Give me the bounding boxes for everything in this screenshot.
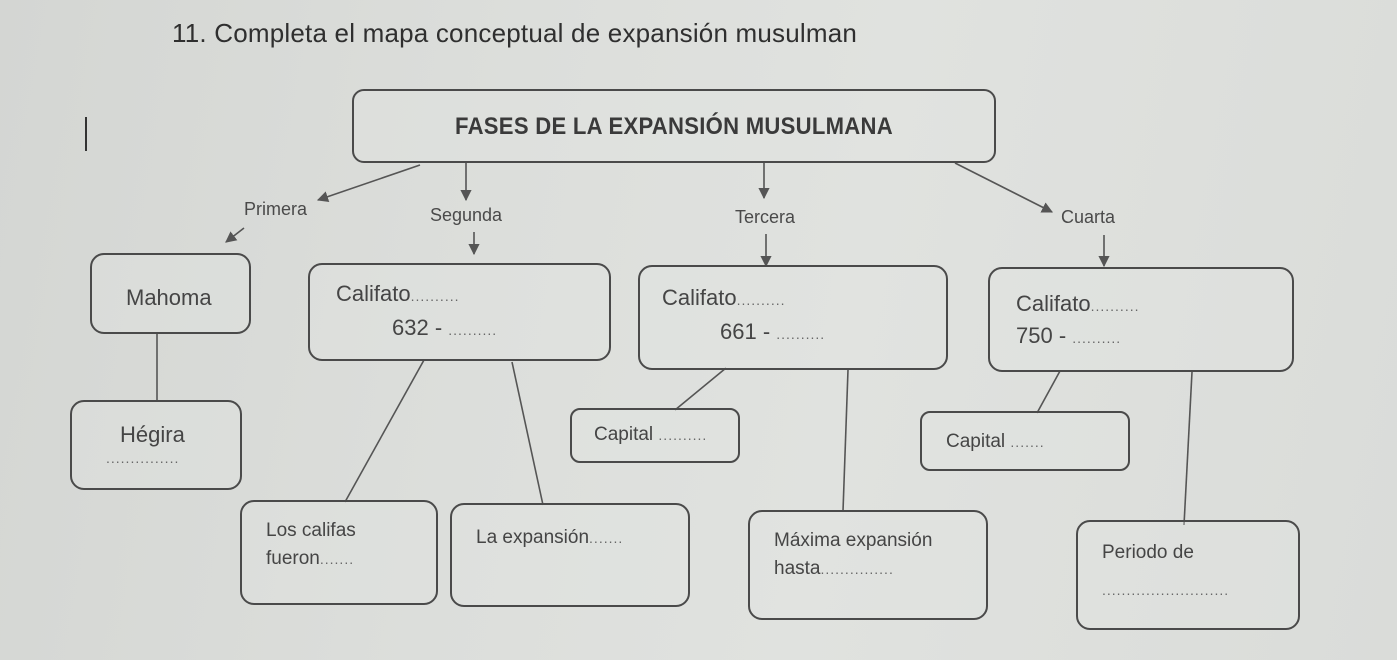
capital3-label: Capital xyxy=(594,424,659,445)
capital3-line: Capital .......... xyxy=(594,424,707,446)
maxima-line2: hasta............... xyxy=(774,558,894,580)
capital4-blank[interactable]: ....... xyxy=(1010,434,1045,450)
node-mahoma-text: Mahoma xyxy=(126,285,212,310)
node-hegira: Hégira ............... xyxy=(70,400,242,490)
node-hegira-blank[interactable]: ............... xyxy=(106,450,180,466)
periodo-label: Periodo de xyxy=(1102,542,1194,563)
califato3-line1: Califato.......... xyxy=(662,285,786,311)
califato2-line1: Califato.......... xyxy=(336,281,460,307)
califato4-line1: Califato.......... xyxy=(1016,291,1140,317)
maxima-line1: Máxima expansión xyxy=(774,530,933,551)
califato4-label: Califato xyxy=(1016,291,1091,316)
node-la-expansion: La expansión....... xyxy=(450,503,690,607)
margin-mark xyxy=(85,117,87,151)
califato3-year: 661 - xyxy=(720,319,777,344)
maxima-blank[interactable]: ............... xyxy=(820,561,894,577)
califato4-blank2[interactable]: .......... xyxy=(1072,330,1122,346)
header-title: FASES DE LA EXPANSIÓN MUSULMANA xyxy=(455,113,893,140)
califas-label2: fueron xyxy=(266,548,320,569)
header-box: FASES DE LA EXPANSIÓN MUSULMANA xyxy=(352,89,996,163)
phase-label-cuarta: Cuarta xyxy=(1061,207,1116,227)
phase-label-segunda: Segunda xyxy=(430,205,503,225)
califato3-line2: 661 - .......... xyxy=(720,319,825,345)
expansion-blank[interactable]: ....... xyxy=(589,530,624,546)
califato3-label: Califato xyxy=(662,285,737,310)
expansion-line: La expansión....... xyxy=(476,527,623,549)
capital3-blank[interactable]: .......... xyxy=(658,427,708,443)
califato2-label: Califato xyxy=(336,281,411,306)
phase-label-primera: Primera xyxy=(244,199,308,219)
exercise-title: 11. Completa el mapa conceptual de expan… xyxy=(172,18,858,48)
capital4-label: Capital xyxy=(946,431,1011,452)
node-califato-tercera: Califato.......... 661 - .......... xyxy=(638,265,948,370)
califato2-year: 632 - xyxy=(392,315,449,340)
expansion-label: La expansión xyxy=(476,527,590,548)
capital4-line: Capital ....... xyxy=(946,431,1045,453)
maxima-label2: hasta xyxy=(774,558,821,579)
califato3-blank1[interactable]: .......... xyxy=(736,292,786,308)
califato4-line2: 750 - .......... xyxy=(1016,323,1121,349)
node-capital-tercera: Capital .......... xyxy=(570,408,740,463)
node-mahoma: Mahoma xyxy=(90,253,251,334)
node-maxima-expansion: Máxima expansión hasta............... xyxy=(748,510,988,620)
phase-label-tercera: Tercera xyxy=(735,207,796,227)
califas-line2: fueron....... xyxy=(266,548,354,570)
califas-line1: Los califas xyxy=(266,520,356,541)
node-los-califas: Los califas fueron....... xyxy=(240,500,438,605)
califato4-year: 750 - xyxy=(1016,323,1073,348)
node-periodo: Periodo de .......................... xyxy=(1076,520,1300,630)
califas-blank[interactable]: ....... xyxy=(319,551,355,567)
califato4-blank1[interactable]: .......... xyxy=(1090,298,1140,314)
periodo-blank[interactable]: .......................... xyxy=(1102,582,1230,598)
califato2-blank1[interactable]: .......... xyxy=(410,288,460,304)
node-califato-cuarta: Califato.......... 750 - .......... xyxy=(988,267,1294,372)
califato2-line2: 632 - .......... xyxy=(392,315,497,341)
node-califato-segunda: Califato.......... 632 - .......... xyxy=(308,263,611,361)
node-hegira-text: Hégira xyxy=(120,422,185,447)
califato2-blank2[interactable]: .......... xyxy=(448,322,498,338)
califato3-blank2[interactable]: .......... xyxy=(776,326,826,342)
node-capital-cuarta: Capital ....... xyxy=(920,411,1130,471)
